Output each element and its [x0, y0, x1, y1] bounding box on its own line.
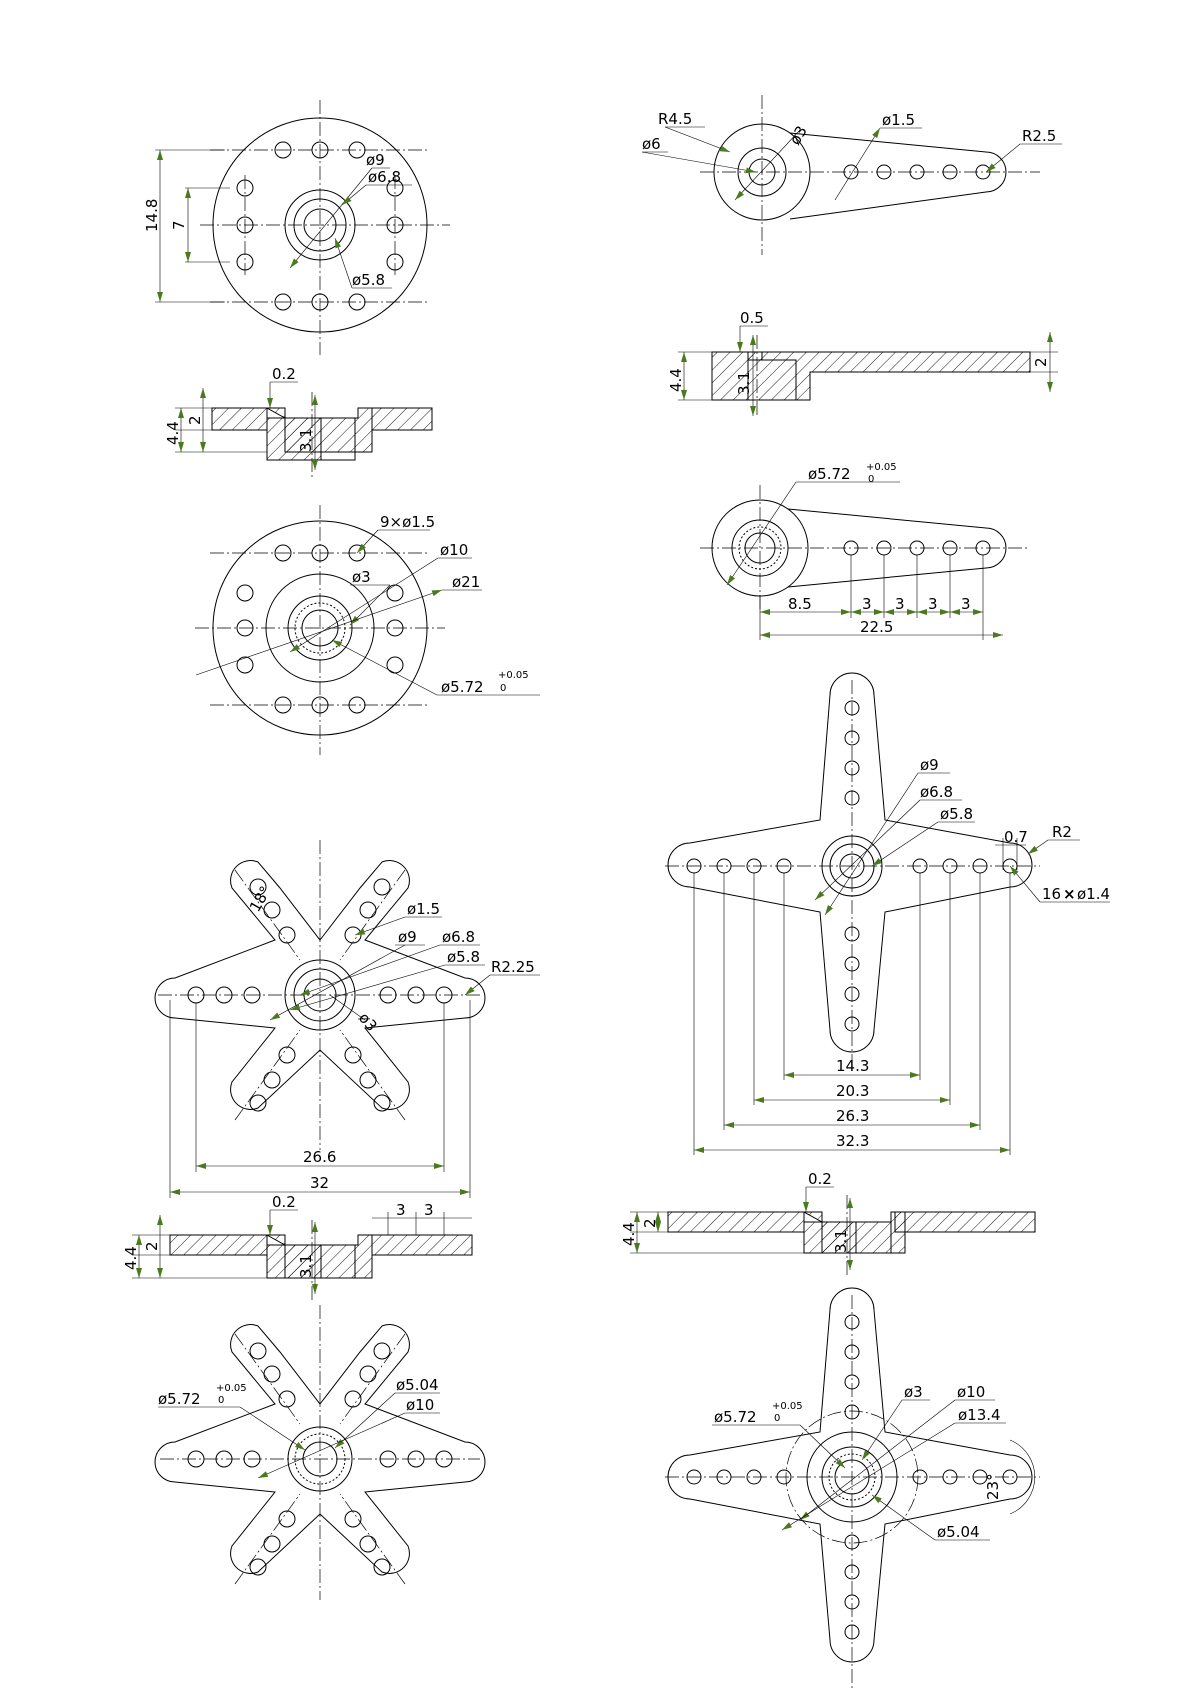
dim-r2-5: R2.5 [1022, 127, 1056, 145]
arm-horn-top-view: R4.5 ø6 ø3 ø1.5 R2.5 [641, 95, 1062, 255]
dim-2: 2 [186, 415, 204, 425]
arm-tol-down: 0 [868, 474, 874, 485]
dim-32: 32 [310, 1174, 329, 1192]
dim-4-4: 4.4 [164, 421, 182, 445]
dim-star-0-2: 0.2 [272, 1193, 296, 1211]
dim-r2-25: R2.25 [491, 958, 535, 976]
star-tol-up: +0.05 [216, 1383, 247, 1394]
star-bottom-holes [187, 1342, 453, 1576]
dim-3-1: 3.1 [297, 428, 315, 452]
round-holes [236, 141, 404, 311]
dim-d3-arm: ø3 [786, 123, 811, 148]
dim-0-7: 0.7 [1004, 828, 1028, 846]
star-tol-down: 0 [218, 1395, 224, 1406]
round-horn-bottom-view: 9×ø1.5 ø10 ø3 ø21 ø5.72 +0.05 0 [195, 505, 540, 755]
star-horn-top-view: 18° ø1.5 ø9 ø6.8 ø5.8 R2.25 ø3 26.6 32 [154, 840, 540, 1198]
dim-d21: ø21 [452, 573, 480, 591]
arm-horn-bottom-view: ø5.72 +0.05 0 8.5 3 3 3 3 22.5 [700, 462, 1030, 640]
arm-horn-section-view: 4.4 0.5 3.1 2 [667, 309, 1058, 418]
dim-22-5: 22.5 [860, 618, 893, 636]
dim-d3: ø3 [352, 568, 371, 586]
dim-d5-8: ø5.8 [352, 271, 385, 289]
dim-arm-2: 2 [1032, 357, 1050, 367]
dim-cross-d9: ø9 [920, 756, 939, 774]
dim-hole-diameter: ø1.4 [1077, 885, 1110, 903]
dim-star-d3: ø3 [355, 1009, 381, 1035]
dim-cross-4-4: 4.4 [620, 1222, 638, 1246]
dim-r2: R2 [1052, 823, 1072, 841]
dim-cross-d5-04: ø5.04 [937, 1523, 980, 1541]
dim-pitch-1: 3 [862, 595, 872, 613]
dim-d9: ø9 [366, 151, 385, 169]
dim-pitch-4: 3 [961, 595, 971, 613]
dim-arm-4-4: 4.4 [667, 368, 685, 392]
dim-cross-2: 2 [641, 1218, 659, 1228]
dim-d10: ø10 [440, 541, 468, 559]
arm-top-holes [843, 164, 991, 180]
dim-star-pitch-2: 3 [424, 1201, 434, 1219]
round-horn-top-view: 14.8 7 ø9 ø6.8 ø5.8 [143, 100, 450, 355]
dim-star-2: 2 [143, 1241, 161, 1251]
dim-pitch-2: 3 [895, 595, 905, 613]
cross-tol-up: +0.05 [772, 1401, 803, 1412]
dim-star-d9: ø9 [398, 928, 417, 946]
dim-cross-d5-8: ø5.8 [940, 805, 973, 823]
dim-26-6: 26.6 [303, 1148, 336, 1166]
dim-32-3: 32.3 [836, 1132, 869, 1150]
dim-star-d10: ø10 [406, 1396, 434, 1414]
dim-pitch-3: 3 [928, 595, 938, 613]
dim-14-8: 14.8 [143, 199, 161, 232]
dim-9xd1-5: 9×ø1.5 [380, 513, 435, 531]
dim-star-4-4: 4.4 [122, 1246, 140, 1270]
dim-8-5: 8.5 [788, 595, 812, 613]
star-horn-bottom-view: ø5.72 +0.05 0 ø5.04 ø10 [154, 1305, 486, 1600]
star-horn-section-view: 4.4 2 0.2 3.1 3 3 [122, 1193, 473, 1300]
dim-times-sign: × [1063, 885, 1076, 903]
tol-up: +0.05 [498, 670, 529, 681]
dim-star-d5-8: ø5.8 [447, 948, 480, 966]
dim-14-3: 14.3 [836, 1057, 869, 1075]
dim-26-3: 26.3 [836, 1107, 869, 1125]
round-horn-section-view: 4.4 2 0.2 3.1 [164, 365, 433, 478]
arm-tol-up: +0.05 [866, 462, 897, 473]
dim-7: 7 [170, 220, 188, 230]
dim-cross-d10: ø10 [957, 1383, 985, 1401]
dim-cross-0-2: 0.2 [808, 1170, 832, 1188]
dim-d1-5: ø1.5 [882, 111, 915, 129]
dim-0-2: 0.2 [272, 365, 296, 383]
dim-d6: ø6 [642, 135, 661, 153]
dim-arm-spline: ø5.72 [808, 465, 851, 483]
star-top-holes [187, 878, 453, 1112]
dim-star-d6-8: ø6.8 [442, 928, 475, 946]
cross-tol-down: 0 [774, 1413, 780, 1424]
dim-arm-3-1: 3.1 [735, 371, 753, 395]
tol-down: 0 [500, 683, 506, 694]
dim-r4-5: R4.5 [658, 110, 692, 128]
dim-d6-8: ø6.8 [368, 168, 401, 186]
dim-star-d5-04: ø5.04 [396, 1376, 439, 1394]
dim-spline: ø5.72 [441, 678, 484, 696]
dim-23deg: 23° [984, 1473, 1002, 1500]
dim-cross-d3: ø3 [904, 1383, 923, 1401]
dim-star-pitch-1: 3 [396, 1201, 406, 1219]
dim-cross-3-1: 3.1 [832, 1229, 850, 1253]
dim-cross-d13-4: ø13.4 [958, 1406, 1001, 1424]
cross-bottom-holes [686, 1314, 1018, 1640]
dim-hole-count: 16 [1042, 885, 1061, 903]
dim-20-3: 20.3 [836, 1082, 869, 1100]
round-bottom-holes [236, 544, 404, 714]
dim-star-d1-5: ø1.5 [407, 900, 440, 918]
cross-horn-bottom-view: ø5.72 +0.05 0 ø3 ø10 ø13.4 23° ø5.04 [665, 1287, 1040, 1690]
dim-star-3-1: 3.1 [297, 1254, 315, 1278]
cross-horn-section-view: 4.4 2 0.2 3.1 [620, 1170, 1036, 1275]
dim-cross-d6-8: ø6.8 [920, 783, 953, 801]
dim-arm-0-5: 0.5 [740, 309, 764, 327]
dim-cross-spline: ø5.72 [714, 1408, 757, 1426]
dim-star-spline: ø5.72 [158, 1390, 201, 1408]
cross-horn-top-view: ø9 ø6.8 ø5.8 0.7 R2 16 × ø1.4 14.3 20.3 … [665, 672, 1110, 1155]
